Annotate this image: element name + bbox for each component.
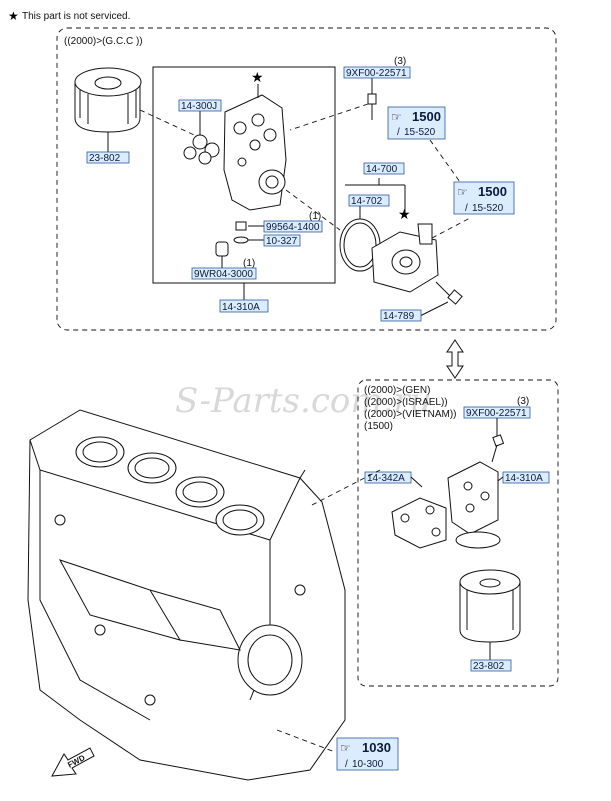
svg-text:14-342A: 14-342A (367, 473, 405, 484)
oil-cooler[interactable] (371, 223, 439, 293)
svg-text:14-700: 14-700 (366, 164, 398, 175)
svg-text:23-802: 23-802 (89, 153, 121, 164)
part-label-14-789[interactable]: 14-789 (380, 309, 422, 322)
part-label-23-802-bot[interactable]: 23-802 (470, 659, 512, 672)
qty-9xf-bot: (3) (517, 396, 529, 407)
svg-text:15-520: 15-520 (472, 203, 504, 214)
drain-plug[interactable] (233, 221, 249, 244)
svg-text:/: / (397, 127, 400, 138)
part-label-9wr04-3000[interactable]: 9WR04-3000 (191, 267, 257, 280)
svg-text:9XF00-22571: 9XF00-22571 (346, 68, 407, 79)
bottom-condition-3: ((2000)>(VIETNAM)) (364, 409, 457, 420)
part-label-14-300j[interactable]: 14-300J (178, 99, 222, 112)
part-label-14-310a-top[interactable]: 14-310A (219, 299, 269, 313)
qty-9xf-top: (3) (394, 56, 406, 67)
svg-text:14-300J: 14-300J (181, 101, 217, 112)
svg-text:/: / (345, 759, 348, 770)
o-ring-set[interactable] (183, 134, 220, 165)
part-label-10-327[interactable]: 10-327 (263, 234, 301, 247)
bottom-condition-2: ((2000)>(ISRAEL)) (364, 397, 448, 408)
oil-cooler-bolt[interactable] (435, 281, 463, 305)
svg-text:99564-1400: 99564-1400 (266, 222, 320, 233)
watermark: S-Parts.com.ru (175, 381, 432, 421)
qty-99564: (1) (309, 211, 321, 222)
part-label-9xf00-bot[interactable]: 9XF00-22571 (463, 406, 531, 419)
part-label-14-700[interactable]: 14-700 (363, 162, 405, 175)
svg-text:14-702: 14-702 (351, 196, 383, 207)
bottom-condition-4: (1500) (364, 421, 393, 432)
part-label-14-702[interactable]: 14-702 (348, 194, 390, 207)
bolt-top[interactable] (367, 93, 377, 120)
book-icon: ☞ (340, 741, 351, 755)
oil-filter-housing[interactable] (223, 94, 287, 211)
part-label-99564-1400[interactable]: 99564-1400 (263, 220, 323, 233)
svg-text:1030: 1030 (362, 740, 391, 755)
engine-block[interactable] (27, 409, 346, 781)
oil-filter-top[interactable] (74, 67, 142, 133)
oil-filter-adapter[interactable] (447, 461, 501, 549)
fwd-arrow-icon: FWD (51, 747, 95, 777)
svg-text:10-300: 10-300 (352, 759, 384, 770)
svg-text:14-310A: 14-310A (222, 302, 260, 313)
bolt-bottom[interactable] (491, 434, 505, 463)
part-label-9xf00-top[interactable]: 9XF00-22571 (343, 66, 411, 79)
star-icon: ★ (398, 206, 411, 222)
filter-adapter-gasket[interactable] (391, 497, 447, 549)
note-text: This part is not serviced. (22, 11, 130, 22)
svg-text:1500: 1500 (478, 184, 507, 199)
svg-text:1500: 1500 (412, 109, 441, 124)
bottom-condition-1: ((2000)>(GEN) (364, 385, 430, 396)
svg-text:23-802: 23-802 (473, 661, 505, 672)
ref-box-1500-b[interactable]: ☞ 1500 / 15-520 (453, 181, 515, 215)
star-icon: ★ (251, 69, 264, 85)
svg-text:9XF00-22571: 9XF00-22571 (466, 408, 527, 419)
star-icon: ★ (8, 9, 19, 23)
ref-box-1500-a[interactable]: ☞ 1500 / 15-520 (387, 106, 446, 140)
part-label-23-802-top[interactable]: 23-802 (86, 151, 130, 164)
relief-valve[interactable] (215, 241, 229, 257)
book-icon: ☞ (457, 185, 468, 199)
svg-text:10-327: 10-327 (266, 236, 298, 247)
ref-box-1030[interactable]: ☞ 1030 / 10-300 (336, 737, 399, 771)
bottom-group-frame (357, 379, 559, 687)
svg-text:14-789: 14-789 (383, 311, 415, 322)
part-label-14-310a-bot[interactable]: 14-310A (502, 471, 550, 484)
svg-text:/: / (465, 203, 468, 214)
alternate-arrow-icon (446, 339, 464, 379)
oil-filter-bottom[interactable] (459, 569, 521, 643)
svg-text:14-310A: 14-310A (505, 473, 543, 484)
svg-text:9WR04-3000: 9WR04-3000 (194, 269, 253, 280)
book-icon: ☞ (391, 110, 402, 124)
top-group-condition: ((2000)>(G.C.C )) (64, 36, 143, 47)
qty-9wr: (1) (243, 258, 255, 269)
svg-text:15-520: 15-520 (404, 127, 436, 138)
